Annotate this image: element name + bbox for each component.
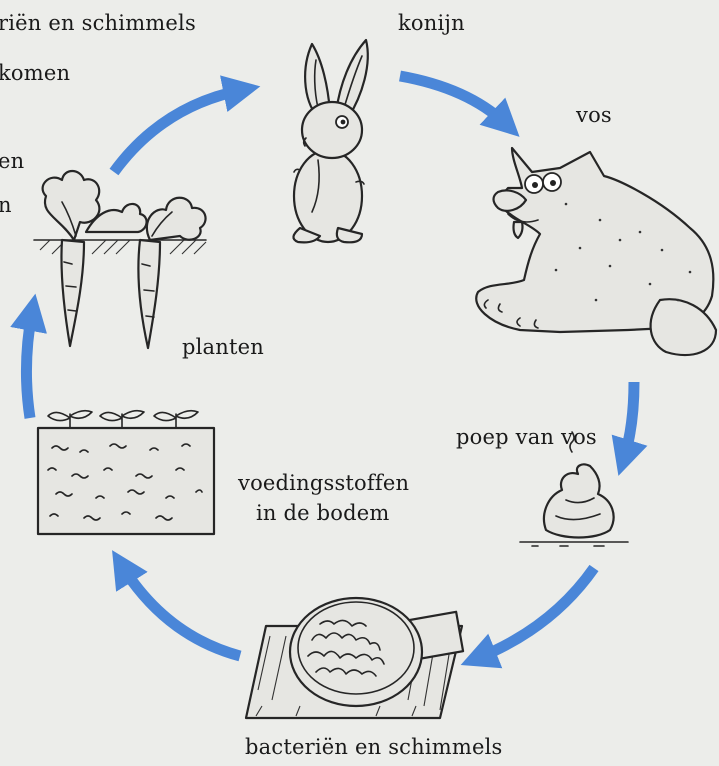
soil-icon [38,411,214,534]
fox-icon [476,148,716,355]
arrow-fox-to-dropping [624,382,634,458]
arrow-dropping-to-decomposers [478,568,594,658]
arrow-plants-to-rabbit [114,90,242,172]
arrow-decomposers-to-soil [122,566,240,656]
dropping-icon [520,432,628,546]
decomposer-icon [246,598,463,718]
rabbit-icon [293,40,367,242]
arrow-rabbit-to-fox [400,76,506,124]
plants-icon [34,171,206,348]
arrow-soil-to-plants [26,312,32,418]
